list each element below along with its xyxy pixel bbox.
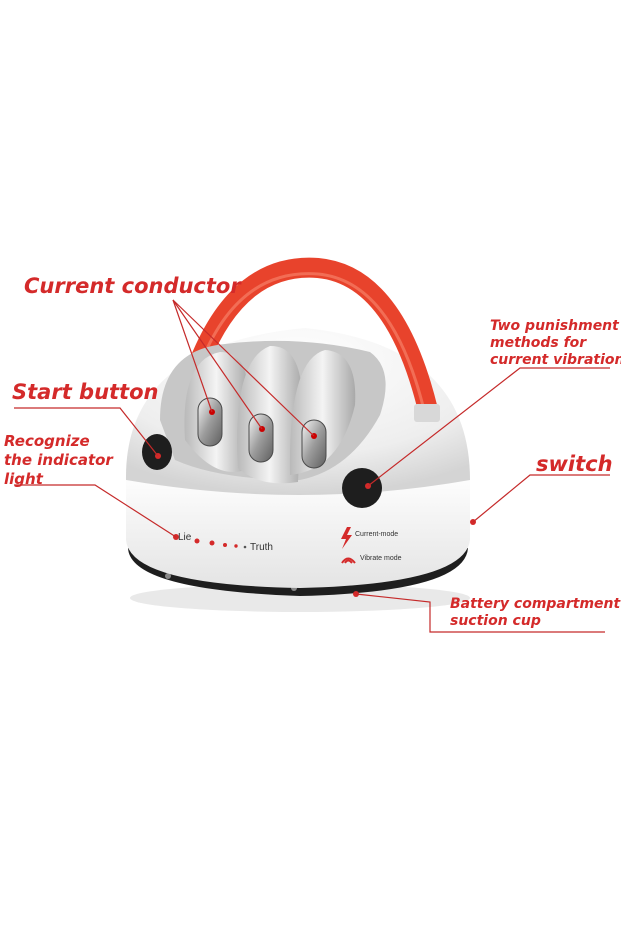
- device-body: [126, 470, 470, 588]
- lightning-icon: [341, 527, 352, 549]
- mode-button-shape: [342, 468, 382, 508]
- current-conductor-label: Current conductor: [24, 274, 241, 298]
- punishment-methods-label: Two punishment methods for current vibra…: [490, 318, 621, 368]
- indicator-led: [234, 544, 238, 548]
- vibration-icon: [341, 557, 356, 564]
- vibrate-mode-label: Vibrate mode: [360, 555, 402, 562]
- electrode-middle: [248, 413, 274, 463]
- battery-compartment-label: Battery compartment suction cup: [450, 596, 621, 629]
- truth-label: Truth: [250, 542, 273, 553]
- switch-label: switch: [536, 452, 613, 476]
- indicator-led: [209, 540, 215, 546]
- vibration-icon-inner: [344, 559, 353, 564]
- electrode-left: [197, 397, 223, 447]
- current-mode-label: Current-mode: [355, 531, 399, 538]
- start-button-label: Start button: [12, 380, 159, 404]
- lie-label: Lie: [178, 532, 192, 543]
- callout-lines: [14, 299, 610, 633]
- indicator-led: [223, 543, 227, 547]
- strap-clip: [414, 404, 440, 422]
- electrode-right: [301, 419, 327, 469]
- indicator-led: [243, 545, 247, 549]
- strap-stitch: [200, 272, 426, 411]
- recognize-indicator-label: Recognize the indicator light: [4, 432, 113, 488]
- indicator-led: [194, 538, 200, 544]
- floor-shadow: [130, 584, 470, 612]
- base-screw: [165, 573, 171, 579]
- start-button-shape: [142, 434, 172, 470]
- red-strap: [190, 257, 438, 420]
